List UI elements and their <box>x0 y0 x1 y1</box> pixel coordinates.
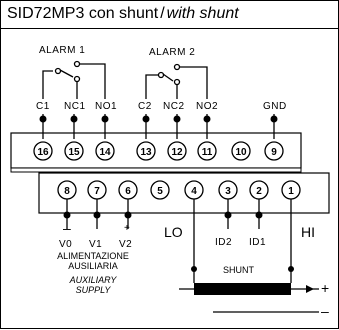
terminal-4-number: 4 <box>191 186 197 197</box>
terminal-2-number: 2 <box>256 186 262 197</box>
top-terminal-block-edge <box>10 167 302 173</box>
terminal-12 <box>167 141 187 161</box>
terminal-11-number: 11 <box>202 147 213 158</box>
terminal-16-number: 16 <box>37 147 49 158</box>
supply-plus: + <box>124 223 130 234</box>
title-english: with shunt <box>166 5 239 22</box>
top-label-nc1: NC1 <box>64 101 86 112</box>
bottom-terminal-block <box>38 172 330 214</box>
alarm2-label: ALARM 2 <box>149 47 195 58</box>
terminal-5 <box>150 180 170 200</box>
alarm1-label: ALARM 1 <box>39 45 85 56</box>
top-label-no2: NO2 <box>196 101 218 112</box>
top-label-c2: C2 <box>138 101 152 112</box>
relay-1-contacts <box>42 60 106 99</box>
title-model: SID72MP3 con shunt <box>7 5 159 22</box>
terminal-5-number: 5 <box>157 186 163 197</box>
supply-v0: V0 <box>59 239 72 250</box>
lo-label: LO <box>164 224 183 240</box>
supply-supply: SUPPLY <box>76 285 112 295</box>
terminal-12-number: 12 <box>171 147 183 158</box>
terminal-14 <box>95 141 115 161</box>
title-separator: / <box>160 5 165 22</box>
top-label-no1: NO1 <box>95 101 117 112</box>
terminal-8-number: 8 <box>64 186 70 197</box>
id2-label: ID2 <box>215 237 232 248</box>
terminal-6-number: 6 <box>125 186 131 197</box>
shunt-bar <box>194 283 291 295</box>
supply-minus: – <box>63 220 71 236</box>
shunt-minus: – <box>321 303 329 319</box>
terminal-1-number: 1 <box>288 186 294 197</box>
terminal-13-number: 13 <box>140 147 152 158</box>
terminal-7-number: 7 <box>94 186 100 197</box>
terminal-9 <box>264 141 284 161</box>
supply-auxiliary: AUXILIARY <box>69 275 118 285</box>
terminal-10-number: 10 <box>235 147 247 158</box>
relay-2-contacts <box>145 63 208 99</box>
terminal-16 <box>33 141 53 161</box>
top-terminal-block <box>10 132 302 169</box>
shunt-plus: + <box>321 280 329 296</box>
diagram-title: SID72MP3 con shunt/with shunt <box>7 5 239 23</box>
top-label-gnd: GND <box>263 101 287 112</box>
top-label-c1: C1 <box>36 101 50 112</box>
hi-label: HI <box>301 224 315 240</box>
terminal-15 <box>64 141 84 161</box>
title-divider <box>1 28 338 29</box>
bottom-wire-dots <box>63 211 294 272</box>
terminal-13 <box>136 141 156 161</box>
top-wire-dots <box>39 115 278 123</box>
supply-ausiliaria: AUSILIARIA <box>68 261 118 271</box>
terminal-3-number: 3 <box>225 186 231 197</box>
terminal-11 <box>197 141 217 161</box>
top-terminal-circles <box>33 141 284 161</box>
terminal-15-number: 15 <box>68 147 80 158</box>
terminal-14-number: 14 <box>99 147 111 158</box>
supply-alimentazione: ALIMENTAZIONE <box>57 251 129 261</box>
terminal-9-number: 9 <box>271 147 277 158</box>
top-label-nc2: NC2 <box>163 101 185 112</box>
id1-label: ID1 <box>249 237 266 248</box>
shunt-arrow <box>306 285 314 293</box>
shunt-label: SHUNT <box>223 265 255 275</box>
supply-v2: V2 <box>119 239 132 250</box>
terminal-10 <box>231 141 251 161</box>
supply-v1: V1 <box>89 239 102 250</box>
